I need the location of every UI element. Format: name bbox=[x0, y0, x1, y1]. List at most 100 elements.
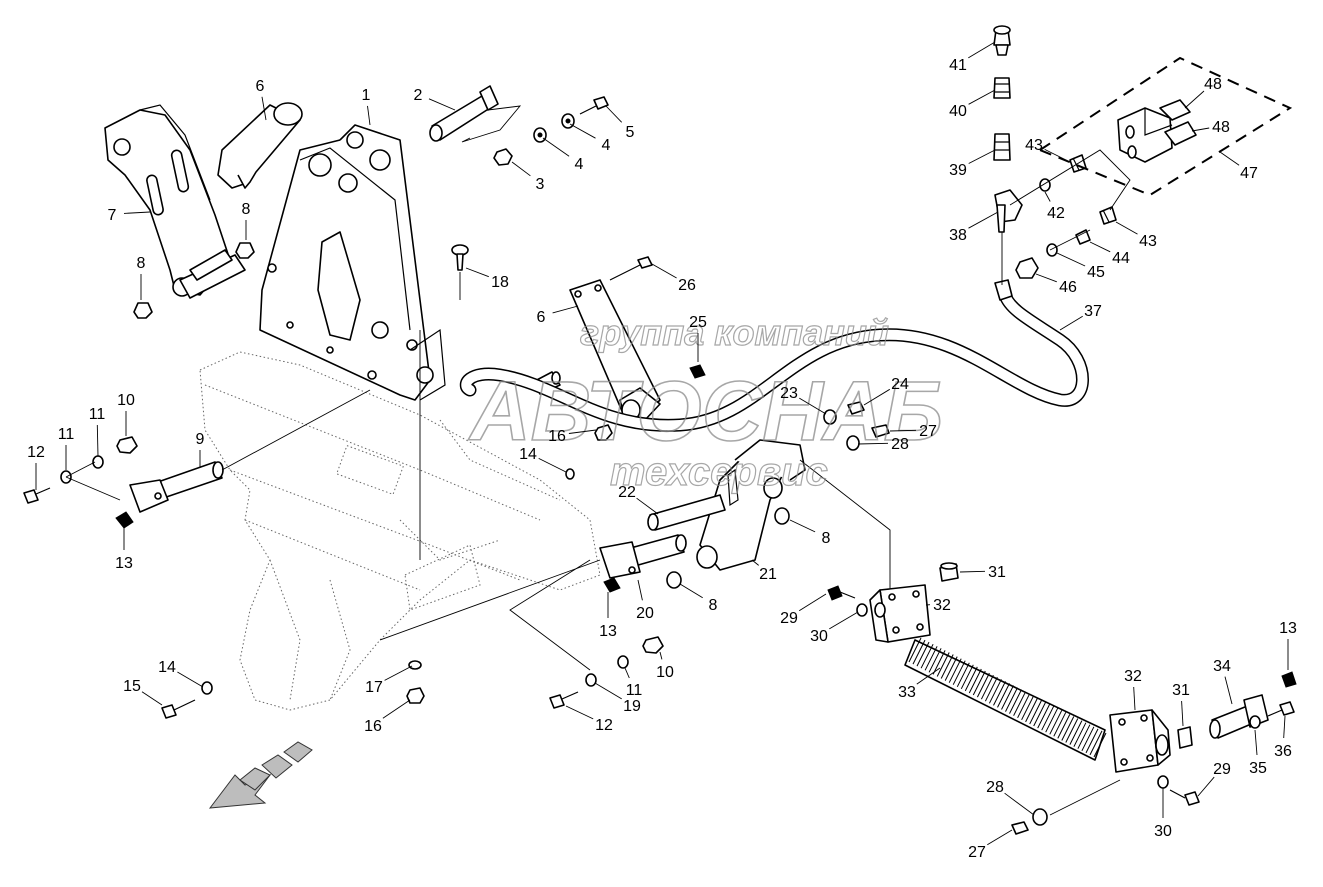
nut-part-16-bottom bbox=[406, 687, 425, 704]
tee-fitting-part-38 bbox=[994, 189, 1023, 233]
bolt-part-5 bbox=[579, 96, 609, 115]
callout-label-12: 12 bbox=[595, 717, 613, 734]
nut-part-10-left bbox=[116, 436, 138, 454]
ring-part-28-top bbox=[846, 435, 860, 451]
callout-leader-48 bbox=[1184, 90, 1205, 109]
washer-part-4-b bbox=[561, 113, 575, 129]
callout-leader-28 bbox=[1004, 792, 1035, 816]
callout-label-34: 34 bbox=[1213, 658, 1231, 675]
callout-label-33: 33 bbox=[898, 684, 916, 701]
washer-part-35 bbox=[1249, 715, 1261, 729]
callout-label-12: 12 bbox=[27, 444, 45, 461]
plate-part-6-right bbox=[569, 279, 661, 421]
callout-label-8: 8 bbox=[822, 530, 831, 547]
callout-label-9: 9 bbox=[196, 431, 205, 448]
callout-leader-5 bbox=[605, 105, 623, 123]
callout-label-38: 38 bbox=[949, 227, 967, 244]
bolt-part-29-right bbox=[1169, 789, 1200, 806]
bolt-part-18 bbox=[419, 244, 469, 560]
callout-leader-14 bbox=[538, 457, 567, 473]
callout-label-46: 46 bbox=[1059, 279, 1077, 296]
callout-leader-26 bbox=[651, 263, 677, 279]
callout-label-8: 8 bbox=[709, 597, 718, 614]
callout-label-29: 29 bbox=[780, 610, 798, 627]
callout-leader-20 bbox=[637, 579, 643, 601]
forward-direction-arrow-icon bbox=[208, 741, 313, 809]
callout-label-4: 4 bbox=[575, 156, 584, 173]
sleeve-part-44 bbox=[1075, 229, 1091, 245]
washer-part-30-left bbox=[856, 603, 868, 617]
callout-leader-40 bbox=[968, 89, 996, 105]
callout-label-30: 30 bbox=[1154, 823, 1172, 840]
nut-part-10-center bbox=[642, 636, 664, 654]
callout-leader-31 bbox=[959, 570, 986, 573]
callout-label-1: 1 bbox=[362, 87, 371, 104]
callout-label-41: 41 bbox=[949, 57, 967, 74]
hose-part-37 bbox=[460, 279, 1089, 432]
washer-part-14-bottom bbox=[201, 681, 213, 695]
washer-part-17 bbox=[408, 660, 422, 670]
bolt-part-25 bbox=[689, 364, 706, 379]
callout-leader-47 bbox=[1219, 151, 1240, 166]
nut-part-13-left bbox=[115, 511, 134, 529]
callout-label-19: 19 bbox=[623, 698, 641, 715]
nut-part-46 bbox=[1015, 257, 1039, 279]
mount-plate-part-32-right bbox=[1109, 709, 1171, 773]
callout-leader-22 bbox=[636, 497, 659, 515]
callout-leader-7 bbox=[123, 211, 151, 214]
watermark-line-1: группа компаний bbox=[580, 312, 889, 353]
callout-label-21: 21 bbox=[759, 566, 777, 583]
callout-leader-45 bbox=[1056, 252, 1086, 267]
pin-part-22 bbox=[647, 494, 726, 531]
callout-leader-44 bbox=[1089, 241, 1111, 253]
callout-leader-14 bbox=[177, 671, 204, 688]
callout-label-28: 28 bbox=[891, 436, 909, 453]
nut-part-16-center bbox=[594, 424, 613, 441]
bushing-part-31-left bbox=[939, 562, 959, 582]
pin-part-20 bbox=[379, 534, 687, 671]
callout-leader-10 bbox=[659, 651, 663, 660]
callout-label-17: 17 bbox=[365, 679, 383, 696]
callout-label-14: 14 bbox=[519, 446, 537, 463]
ring-part-28-bottom bbox=[1032, 808, 1048, 826]
bolt-part-26 bbox=[609, 256, 653, 281]
callout-leader-6 bbox=[552, 305, 579, 314]
callout-label-45: 45 bbox=[1087, 264, 1105, 281]
callout-label-8: 8 bbox=[137, 255, 146, 272]
nut-part-13-center bbox=[603, 577, 621, 593]
callout-label-13: 13 bbox=[115, 555, 133, 572]
spring-part-33 bbox=[904, 637, 1107, 761]
callout-leader-8 bbox=[679, 583, 703, 599]
callout-label-47: 47 bbox=[1240, 165, 1258, 182]
callout-leader-1 bbox=[367, 105, 371, 126]
bolt-part-29-left bbox=[827, 585, 856, 601]
callout-leader-43 bbox=[1115, 221, 1138, 235]
callout-label-14: 14 bbox=[158, 659, 176, 676]
callout-label-23: 23 bbox=[780, 385, 798, 402]
callout-leader-12 bbox=[565, 705, 594, 720]
callout-label-10: 10 bbox=[656, 664, 674, 681]
ring-part-23 bbox=[823, 409, 837, 425]
callout-label-42: 42 bbox=[1047, 205, 1065, 222]
callout-label-25: 25 bbox=[689, 314, 707, 331]
callout-label-48: 48 bbox=[1204, 76, 1222, 93]
callout-label-43: 43 bbox=[1139, 233, 1157, 250]
fitting-part-39 bbox=[993, 133, 1011, 161]
nut-part-3 bbox=[493, 148, 513, 166]
callout-label-35: 35 bbox=[1249, 760, 1267, 777]
callout-leader-4 bbox=[542, 137, 570, 157]
bushing-part-8-right-b bbox=[666, 571, 682, 589]
callout-label-43: 43 bbox=[1025, 137, 1043, 154]
callout-leader-46 bbox=[1035, 273, 1057, 283]
callout-label-32: 32 bbox=[933, 597, 951, 614]
callout-leader-3 bbox=[511, 161, 531, 177]
bushing-part-31-right bbox=[1177, 726, 1193, 749]
callout-label-20: 20 bbox=[636, 605, 654, 622]
callout-label-10: 10 bbox=[117, 392, 135, 409]
valve-part-48 bbox=[1117, 99, 1197, 163]
callout-label-11: 11 bbox=[626, 682, 643, 699]
callout-leader-32 bbox=[1133, 686, 1136, 711]
callout-label-31: 31 bbox=[1172, 682, 1190, 699]
callout-leader-41 bbox=[968, 41, 996, 59]
